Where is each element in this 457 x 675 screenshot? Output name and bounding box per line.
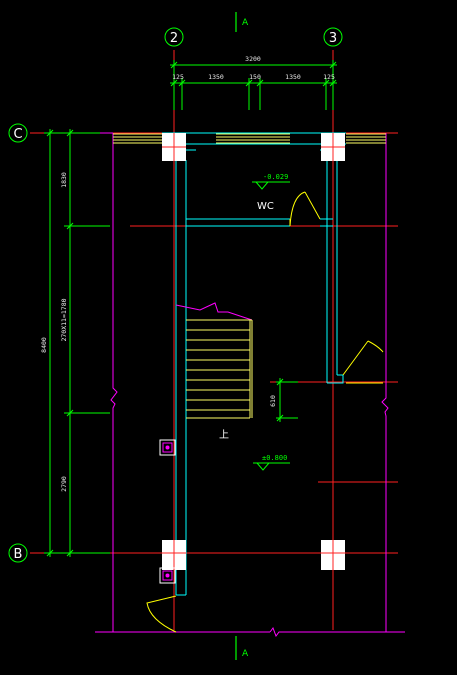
- dim-overall-depth: 8400: [40, 337, 48, 353]
- column-c2: [162, 133, 186, 161]
- dim-top-seg-2: 1350: [208, 73, 224, 81]
- grid-bubble-3: 3: [323, 27, 343, 47]
- svg-text:C: C: [13, 127, 22, 142]
- svg-text:2: 2: [170, 31, 178, 46]
- section-label-top: A: [242, 18, 249, 28]
- svg-text:3: 3: [329, 31, 337, 46]
- dim-left-seg-2: 270X11=1780: [60, 298, 68, 341]
- stair-dimension: [276, 378, 298, 422]
- fixture-lower: [159, 567, 176, 584]
- window-top-right: [346, 133, 386, 144]
- window-top-left: [113, 133, 162, 144]
- stair: 上: [175, 302, 253, 441]
- fixture-upper: [159, 439, 176, 456]
- dim-left-seg-3: 2790: [60, 476, 68, 492]
- section-label-bottom: A: [242, 649, 249, 659]
- section-cut-bottom: A: [235, 636, 249, 660]
- stair-direction-label: 上: [219, 429, 229, 441]
- column-c3: [321, 133, 345, 161]
- dim-top-seg-1: 125: [172, 73, 184, 81]
- window-top-middle: [216, 133, 290, 144]
- top-dimension-chain: [170, 60, 337, 110]
- column-b3: [321, 540, 345, 570]
- dim-top-seg-4: 1350: [285, 73, 301, 81]
- elevation-marker-wc: -0.029: [252, 173, 290, 190]
- door-entry: [146, 595, 177, 633]
- walls: [162, 132, 346, 596]
- dim-stair-610: 610: [269, 395, 277, 407]
- elevation-main-text: ±0.800: [262, 454, 287, 462]
- dim-top-seg-3: 150: [249, 73, 261, 81]
- left-dimension-chain: [44, 129, 110, 557]
- grid-bubble-2: 2: [164, 27, 184, 47]
- room-label-wc: WC: [257, 201, 274, 212]
- grid-bubble-c: C: [8, 123, 28, 143]
- elevation-wc-text: -0.029: [263, 173, 288, 181]
- door-right: [342, 340, 384, 384]
- dim-overall-width: 3200: [245, 55, 261, 63]
- grid-bubble-b: B: [8, 543, 28, 563]
- column-b2: [162, 540, 186, 570]
- svg-text:B: B: [14, 547, 23, 562]
- elevation-marker-main: ±0.800: [253, 454, 290, 471]
- building-outline: [95, 132, 405, 638]
- section-cut-top: A: [235, 12, 249, 32]
- dim-top-seg-5: 125: [323, 73, 335, 81]
- dim-left-seg-1: 1830: [60, 172, 68, 188]
- door-wc: [289, 191, 321, 227]
